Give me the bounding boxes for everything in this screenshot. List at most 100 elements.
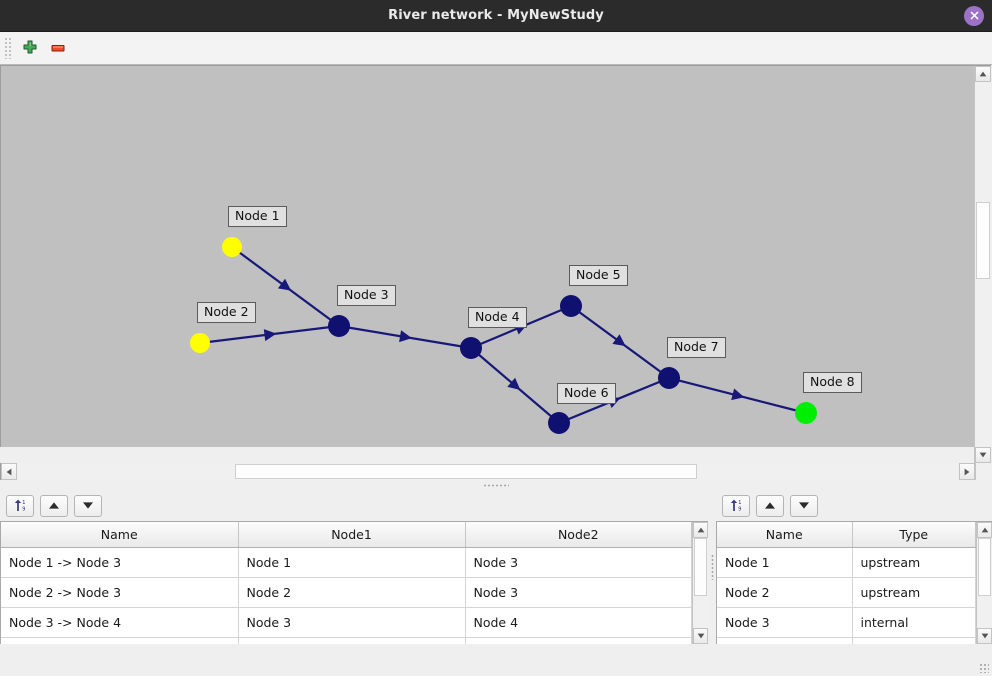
node-table-column-header[interactable]: Type	[852, 522, 976, 548]
graph-node[interactable]	[460, 337, 482, 359]
close-icon[interactable]	[964, 5, 984, 26]
branch-sort-button[interactable]: 1 9	[6, 494, 34, 517]
graph-node-label[interactable]: Node 8	[803, 372, 862, 393]
branch-table-cell[interactable]: Node 2	[238, 577, 466, 608]
toolbar-grip[interactable]	[4, 37, 12, 59]
sort-ascending-icon: 1 9	[14, 499, 25, 512]
graph-node-label[interactable]: Node 4	[468, 307, 527, 328]
graph-hscroll-thumb[interactable]	[235, 464, 697, 479]
graph-node-label[interactable]: Node 1	[228, 206, 287, 227]
table-row[interactable]: Node 4internal	[717, 637, 976, 644]
graph-edge-arrow-icon	[277, 278, 292, 291]
node-table-cell[interactable]: Node 1	[717, 547, 853, 578]
branch-table-cell[interactable]: Node 3	[238, 607, 466, 638]
green-plus-icon	[23, 40, 37, 54]
graph-node[interactable]	[658, 367, 680, 389]
branch-table-cell[interactable]: Node 4	[465, 607, 692, 638]
branch-move-up-button[interactable]	[40, 494, 68, 517]
scroll-down-arrow-icon[interactable]	[975, 447, 991, 463]
window-resize-grip[interactable]	[979, 663, 989, 673]
scroll-down-arrow-icon[interactable]	[693, 628, 708, 644]
graph-node[interactable]	[560, 295, 582, 317]
graph-vscroll-track[interactable]	[975, 82, 991, 447]
branch-table-cell[interactable]: Node 2 -> Node 3	[1, 577, 239, 608]
graph-node[interactable]	[795, 402, 817, 424]
graph-node-label[interactable]: Node 5	[569, 265, 628, 286]
scrollbar-corner	[975, 463, 992, 480]
svg-text:1: 1	[738, 500, 741, 506]
scroll-up-arrow-icon[interactable]	[693, 522, 708, 538]
branch-table-cell[interactable]: Node 1	[238, 547, 466, 578]
branch-table-cell[interactable]: Node 4 -> Node 5	[1, 637, 239, 644]
add-node-button[interactable]	[16, 34, 44, 62]
vertical-splitter[interactable]	[708, 490, 716, 644]
graph-node[interactable]	[328, 315, 350, 337]
scroll-right-arrow-icon[interactable]	[959, 463, 975, 480]
scroll-down-arrow-icon[interactable]	[977, 628, 992, 644]
branch-table-cell[interactable]: Node 3	[465, 547, 692, 578]
branch-table-cell[interactable]: Node 3	[465, 577, 692, 608]
horizontal-splitter[interactable]	[0, 480, 992, 490]
node-move-down-button[interactable]	[790, 494, 818, 517]
node-table-cell[interactable]: Node 3	[717, 607, 853, 638]
graph-edge-arrow-icon	[507, 377, 521, 391]
triangle-up-icon	[765, 502, 775, 509]
graph-hscroll-track[interactable]	[17, 463, 959, 480]
node-table-column-header[interactable]: Name	[717, 522, 853, 548]
branch-table-column-header[interactable]: Node2	[465, 522, 692, 548]
triangle-up-icon	[49, 502, 59, 509]
graph-node[interactable]	[222, 237, 242, 257]
branch-table-vertical-scrollbar[interactable]	[692, 522, 708, 644]
node-table-cell[interactable]: Node 4	[717, 637, 853, 644]
branch-table-cell[interactable]: Node 1 -> Node 3	[1, 547, 239, 578]
scroll-left-arrow-icon[interactable]	[1, 463, 17, 480]
node-table-cell[interactable]: upstream	[852, 547, 976, 578]
graph-horizontal-scrollbar[interactable]	[0, 463, 975, 480]
branch-table-vscroll-thumb[interactable]	[694, 538, 707, 596]
graph-node-label[interactable]: Node 2	[197, 302, 256, 323]
branch-table-vscroll-track[interactable]	[693, 538, 708, 628]
node-sort-button[interactable]: 1 9	[722, 494, 750, 517]
triangle-down-icon	[83, 502, 93, 509]
branch-table-column-header[interactable]: Node1	[238, 522, 466, 548]
network-graph-canvas[interactable]: Node 1 Node 2 Node 3 Node 4 Node 5 Node 6 Node…	[0, 65, 974, 447]
branch-table-column-header[interactable]: Name	[1, 522, 239, 548]
graph-node[interactable]	[548, 412, 570, 434]
node-move-up-button[interactable]	[756, 494, 784, 517]
node-table-cell[interactable]: internal	[852, 637, 976, 644]
delete-node-button[interactable]	[44, 34, 72, 62]
scroll-up-arrow-icon[interactable]	[977, 522, 992, 538]
node-table-cell[interactable]: internal	[852, 607, 976, 638]
node-table-cell[interactable]: upstream	[852, 577, 976, 608]
branch-move-down-button[interactable]	[74, 494, 102, 517]
branch-table-cell[interactable]: Node 4	[238, 637, 466, 644]
node-table-vertical-scrollbar[interactable]	[976, 522, 992, 644]
branch-table-cell[interactable]: Node 5	[465, 637, 692, 644]
graph-node-label[interactable]: Node 6	[557, 383, 616, 404]
node-table-cell[interactable]: Node 2	[717, 577, 853, 608]
graph-node-label[interactable]: Node 3	[337, 285, 396, 306]
branch-table-cell[interactable]: Node 3 -> Node 4	[1, 607, 239, 638]
node-table-vscroll-track[interactable]	[977, 538, 992, 628]
branch-pane-toolbar: 1 9	[0, 490, 708, 521]
graph-vertical-scrollbar[interactable]	[974, 65, 991, 463]
node-table-vscroll-thumb[interactable]	[978, 538, 991, 596]
graph-edge-arrow-icon	[399, 330, 412, 343]
graph-node[interactable]	[190, 333, 210, 353]
graph-vscroll-thumb[interactable]	[976, 202, 990, 279]
graph-node-label[interactable]: Node 7	[667, 337, 726, 358]
scroll-up-arrow-icon[interactable]	[975, 66, 991, 82]
